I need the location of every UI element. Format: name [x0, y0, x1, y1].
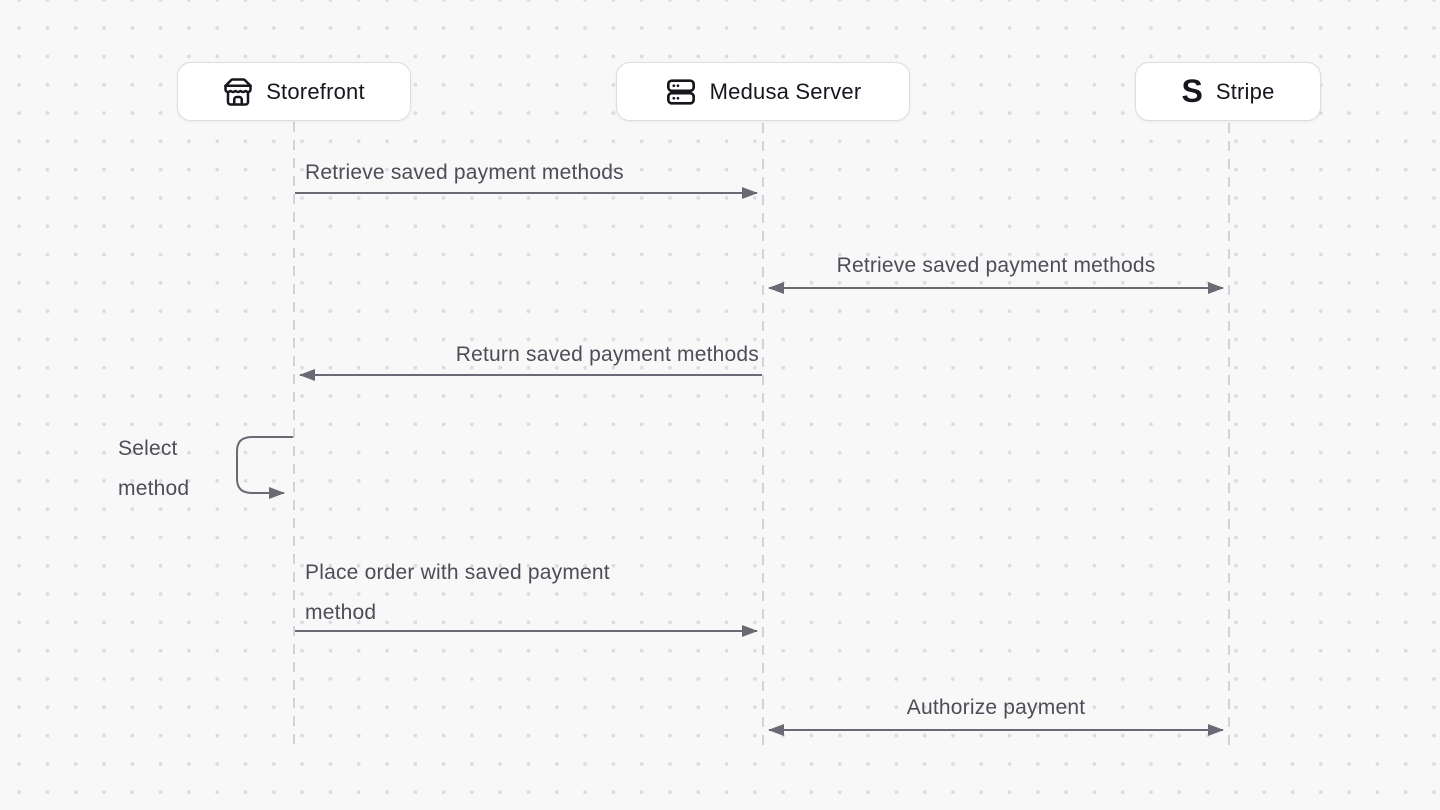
actor-label-stripe: Stripe: [1215, 78, 1275, 104]
message-label-place-order: Place order with saved payment method: [305, 561, 610, 624]
actor-stripe: S Stripe: [1135, 62, 1321, 121]
message-label-authorize-payment: Authorize payment: [906, 696, 1086, 719]
message-label-select-method: Select method: [118, 437, 190, 500]
message-label-retrieve-saved-payment-methods-1: Retrieve saved payment methods: [305, 161, 624, 184]
server-icon: [665, 76, 697, 108]
stripe-s-icon: S: [1181, 72, 1203, 109]
actor-label-medusa-server: Medusa Server: [709, 78, 862, 104]
message-label-return-saved-payment-methods: Return saved payment methods: [455, 343, 759, 366]
actor-medusa-server: Medusa Server: [616, 62, 910, 121]
message-label-retrieve-saved-payment-methods-2: Retrieve saved payment methods: [836, 254, 1156, 277]
store-icon: [223, 77, 253, 107]
actor-storefront: Storefront: [177, 62, 411, 121]
actor-label-storefront: Storefront: [266, 78, 365, 104]
self-loop-select-method: [236, 436, 293, 499]
